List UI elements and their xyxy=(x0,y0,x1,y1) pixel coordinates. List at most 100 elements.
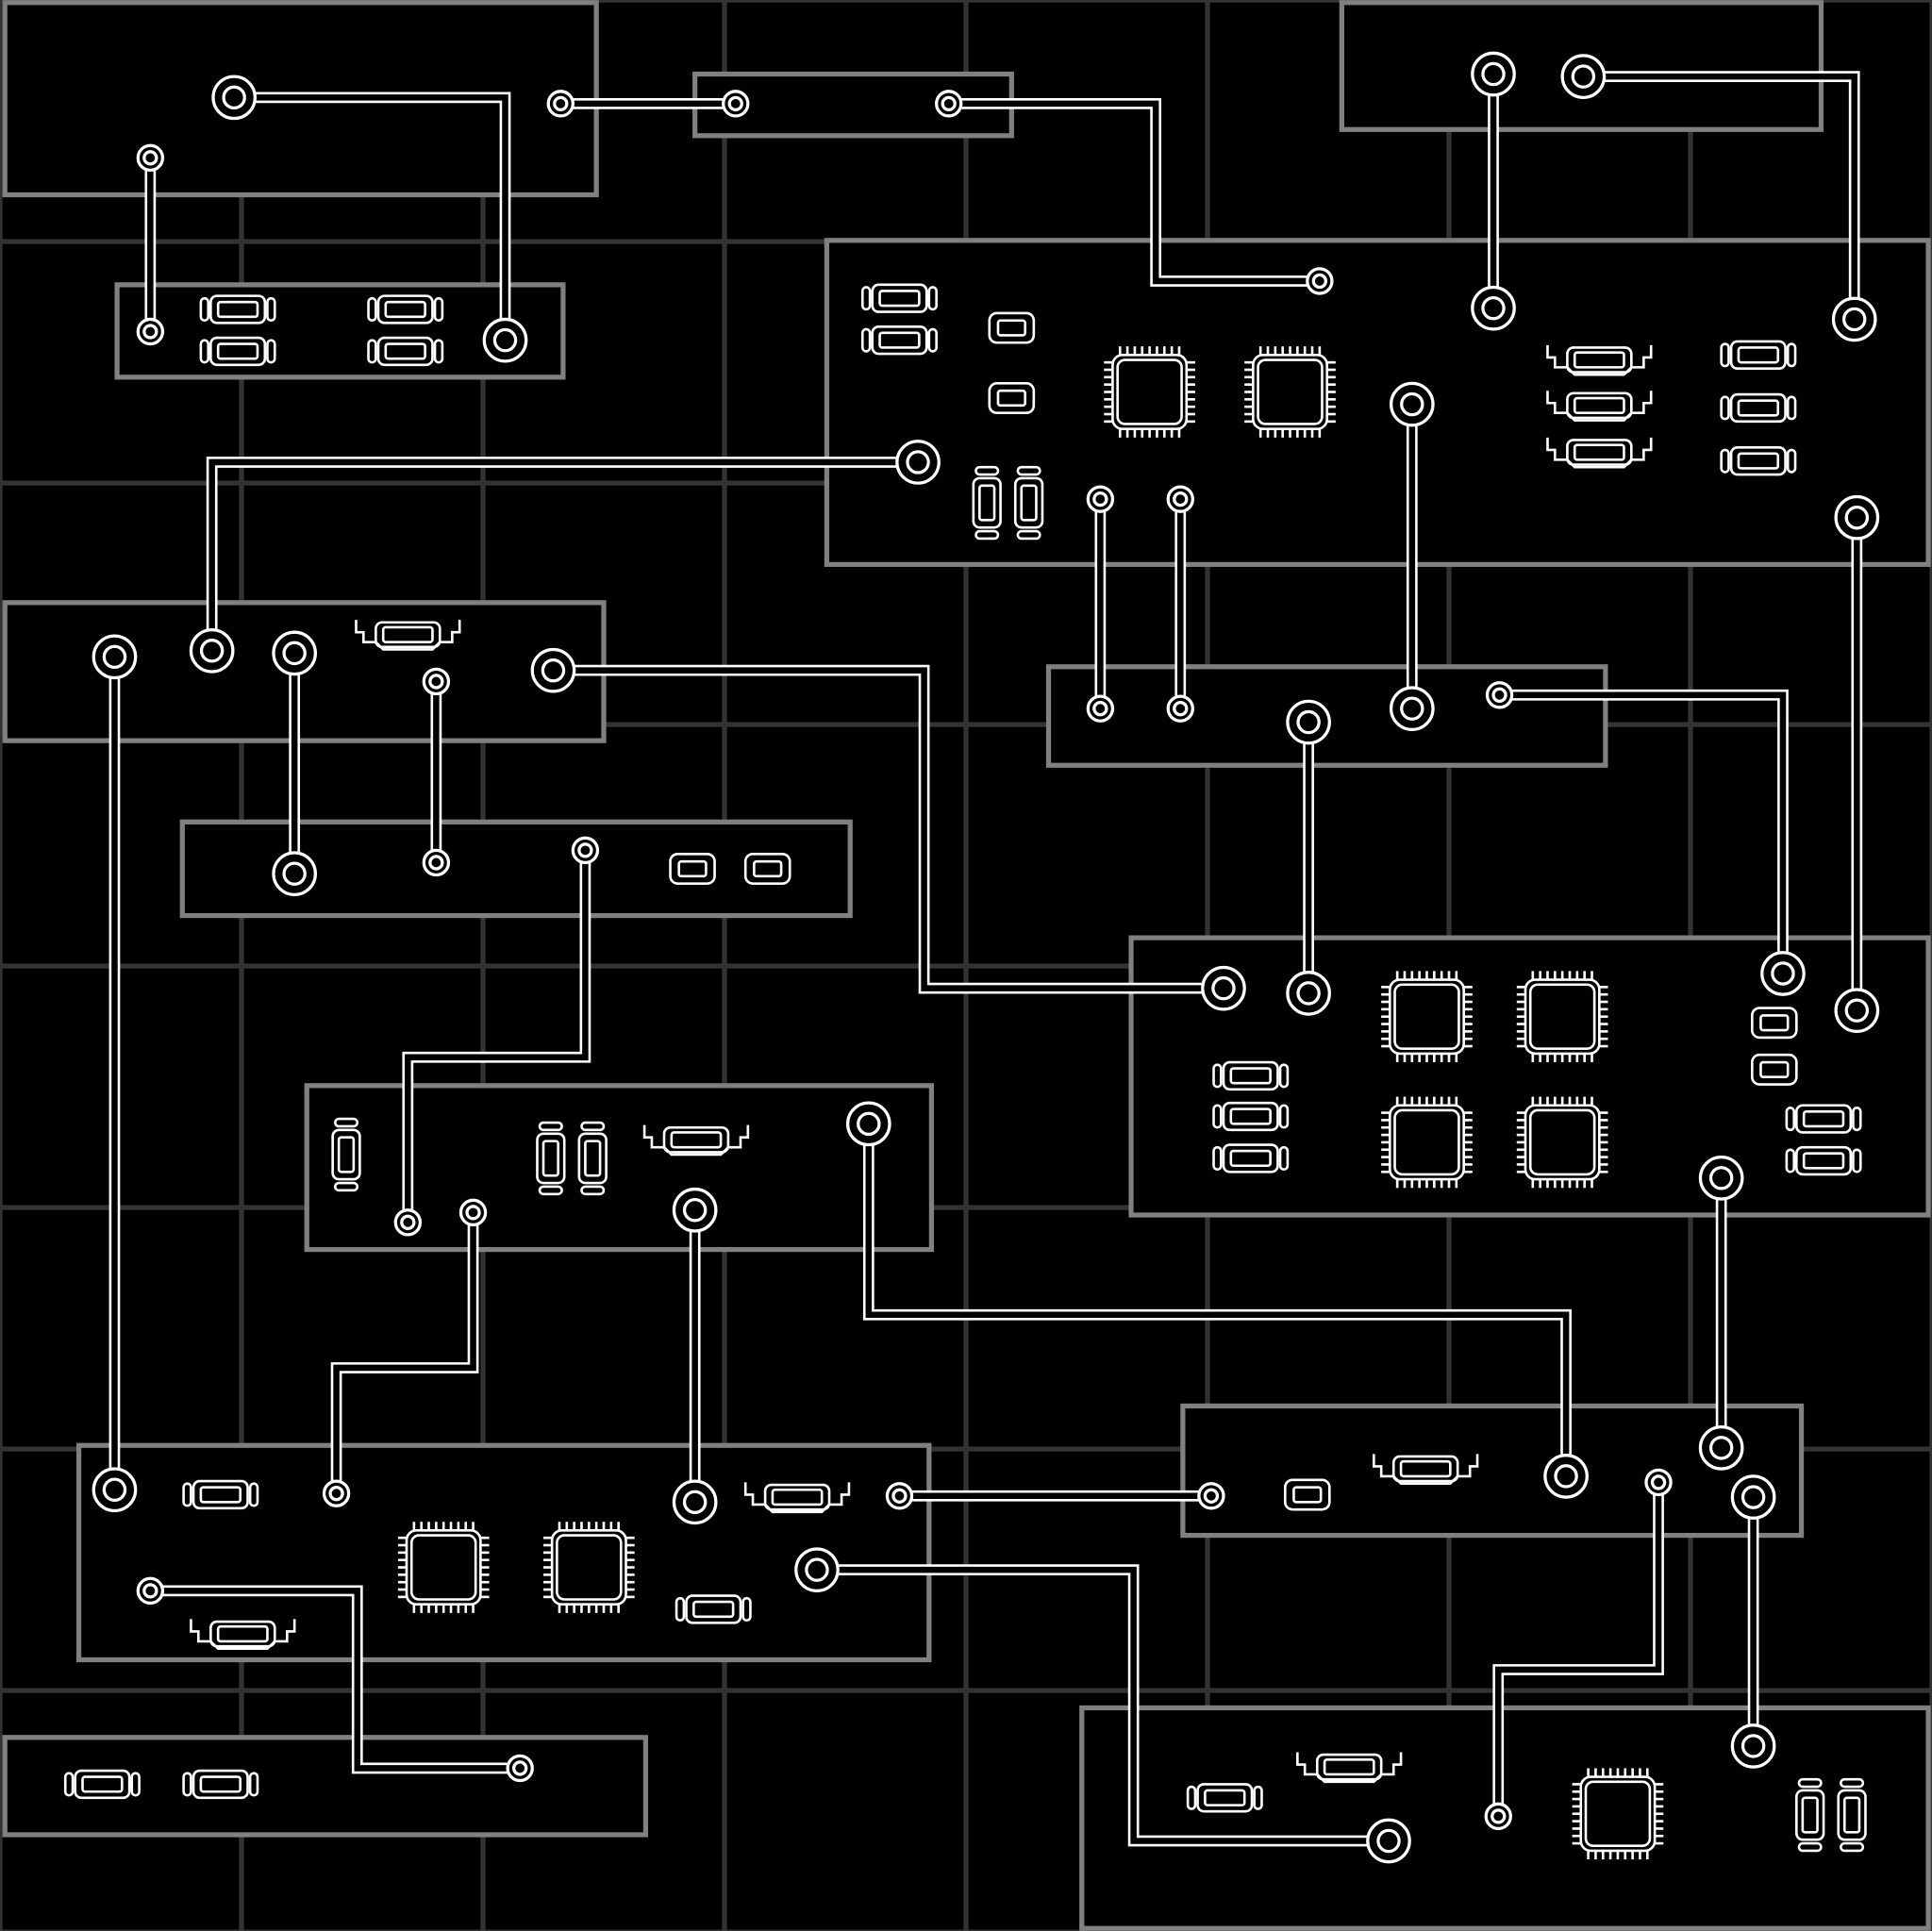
pad-hole xyxy=(400,1214,416,1230)
resistor-vertical xyxy=(972,465,1002,541)
resistor-inner xyxy=(978,484,996,522)
resistor-cap xyxy=(1852,1107,1862,1132)
resistor-cap xyxy=(1840,1777,1865,1789)
resistor-inner xyxy=(541,1140,559,1177)
resistor-inner xyxy=(1229,1149,1272,1168)
pad-hole xyxy=(1491,1808,1507,1824)
resistor-cap xyxy=(538,1121,563,1132)
connector-body xyxy=(1566,439,1633,466)
pad-hole xyxy=(1844,998,1870,1023)
resistor-inner xyxy=(584,1140,602,1177)
resistor-inner xyxy=(337,1136,356,1174)
resistor-inner xyxy=(1737,346,1780,364)
connector xyxy=(1546,344,1653,376)
resistor-cap xyxy=(741,1596,752,1623)
pad-hole xyxy=(1708,1436,1734,1460)
resistor-cap xyxy=(1253,1785,1263,1810)
chip-inner xyxy=(1584,1780,1652,1848)
pad-hole xyxy=(541,658,566,683)
pad-hole xyxy=(1708,1166,1734,1190)
resistor-body xyxy=(209,294,267,325)
ic-chip xyxy=(1244,346,1336,438)
connector xyxy=(1373,1454,1479,1486)
pad-hole xyxy=(1400,391,1424,417)
smd-inner xyxy=(1292,1486,1323,1504)
pad-hole xyxy=(428,855,444,871)
resistor xyxy=(1720,392,1797,424)
pad-hole xyxy=(941,95,957,112)
resistor-body xyxy=(1729,340,1787,370)
pad-hole xyxy=(1400,696,1424,721)
connector-frame xyxy=(190,1619,296,1651)
resistor-cap xyxy=(266,296,276,323)
resistor-vertical xyxy=(577,1121,608,1196)
resistor xyxy=(1212,1143,1290,1174)
resistor-body xyxy=(577,1132,608,1185)
resistor-cap xyxy=(1786,342,1797,368)
resistor-cap xyxy=(182,1772,192,1797)
smd-body xyxy=(988,382,1036,415)
smd-pad xyxy=(1750,1007,1798,1040)
resistor-cap xyxy=(266,339,276,364)
resistor-inner xyxy=(1737,452,1780,470)
smd-pad xyxy=(743,852,791,885)
chip-inner xyxy=(1528,1108,1596,1176)
pad-hole xyxy=(906,450,930,474)
resistor-cap xyxy=(367,296,377,323)
connector-body xyxy=(1566,391,1633,420)
pad-hole xyxy=(1092,491,1108,508)
resistor-vertical xyxy=(536,1121,566,1196)
resistor-cap xyxy=(1016,529,1041,541)
resistor-cap xyxy=(1212,1104,1223,1129)
connector-body xyxy=(1566,346,1633,374)
resistor-inner xyxy=(1229,1107,1272,1125)
resistor xyxy=(1212,1060,1290,1091)
trace-core xyxy=(405,850,589,1223)
components xyxy=(63,283,1867,1860)
resistor-body xyxy=(1729,445,1787,476)
pad-hole xyxy=(328,1486,344,1502)
connector-body xyxy=(209,1620,276,1648)
chip-inner xyxy=(1528,983,1596,1050)
ic-chip xyxy=(397,1522,490,1613)
resistor-body xyxy=(1222,1101,1279,1132)
resistor-cap xyxy=(199,296,210,323)
resistor-cap xyxy=(1278,1063,1290,1089)
resistor-cap xyxy=(927,286,938,311)
smd-pad xyxy=(669,852,716,885)
resistor xyxy=(1785,1145,1862,1176)
pad-hole xyxy=(1203,1488,1220,1504)
pad-hole xyxy=(1740,1734,1766,1758)
connector xyxy=(190,1619,296,1651)
resistor-body xyxy=(1837,1789,1867,1841)
smd-inner xyxy=(996,319,1026,337)
resistor-cap xyxy=(1720,448,1730,474)
resistor-cap xyxy=(199,339,210,364)
connector-inner xyxy=(381,625,434,643)
resistor-inner xyxy=(216,300,259,319)
trace-core xyxy=(1494,1482,1662,1817)
connector-body xyxy=(662,1125,730,1154)
pad-hole xyxy=(1173,701,1189,717)
connector-inner xyxy=(1323,1757,1375,1776)
trace-core xyxy=(1583,73,1857,320)
resistor-cap xyxy=(1186,1785,1197,1810)
resistor-cap xyxy=(927,327,938,353)
module-outline xyxy=(824,238,1931,567)
smd-inner xyxy=(753,859,783,878)
connector xyxy=(743,1482,851,1514)
pad-hole xyxy=(492,327,518,353)
ic-chip xyxy=(1516,1096,1608,1189)
smd-inner xyxy=(1759,1060,1790,1079)
resistor-inner xyxy=(1802,1109,1845,1128)
connector-body xyxy=(375,621,441,649)
connector-frame xyxy=(743,1482,851,1514)
resistor xyxy=(367,336,444,367)
module-outline xyxy=(1180,1403,1805,1539)
smd-pad xyxy=(988,382,1036,415)
pad-hole xyxy=(1092,701,1108,717)
resistor-cap xyxy=(1212,1145,1223,1171)
resistor xyxy=(860,325,938,356)
resistor xyxy=(1212,1101,1290,1132)
